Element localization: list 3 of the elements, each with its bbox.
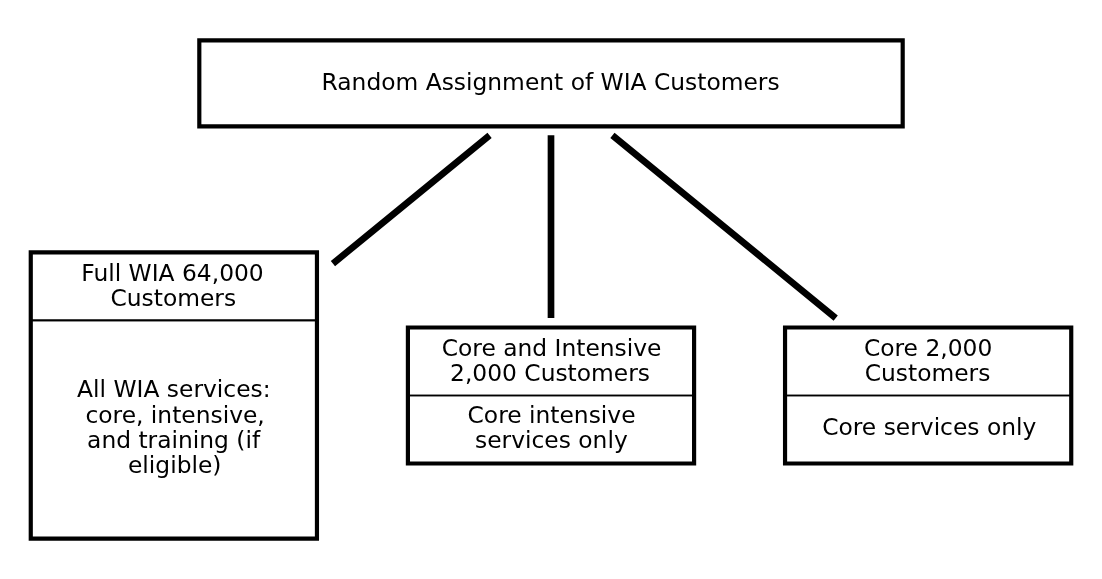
connector: [547, 135, 555, 319]
connector: [610, 132, 838, 321]
connector: [330, 132, 492, 267]
